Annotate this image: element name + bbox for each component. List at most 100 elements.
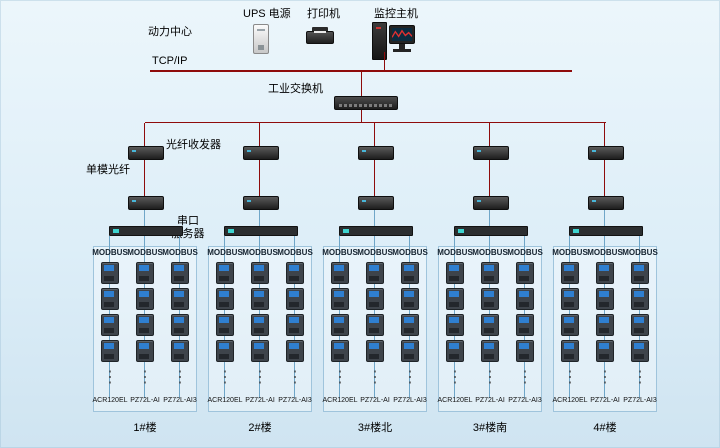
power-meter-icon <box>481 340 499 362</box>
protocol-label: MODBUS <box>322 248 358 257</box>
meter-terminals <box>104 354 114 359</box>
protocol-label: MODBUS <box>552 248 588 257</box>
protocol-label: MODBUS <box>357 248 393 257</box>
more-meters-ellipsis: ⋮ <box>598 367 612 386</box>
meter-terminals <box>254 276 264 281</box>
transceiver-to-server-line <box>259 209 260 226</box>
power-meter-icon <box>481 288 499 310</box>
meter-terminals <box>139 276 149 281</box>
meter-terminals <box>139 328 149 333</box>
meter-screen <box>104 291 114 297</box>
more-meters-ellipsis: ⋮ <box>138 367 152 386</box>
meter-terminals <box>564 302 574 307</box>
meter-terminals <box>564 276 574 281</box>
protocol-label: MODBUS <box>622 248 658 257</box>
waveform-graphic <box>392 29 412 38</box>
meter-screen <box>484 291 494 297</box>
more-meters-ellipsis: ⋮ <box>103 367 117 386</box>
meter-terminals <box>369 354 379 359</box>
protocol-label: MODBUS <box>472 248 508 257</box>
more-meters-ellipsis: ⋮ <box>483 367 497 386</box>
meter-screen <box>634 265 644 271</box>
meter-terminals <box>599 354 609 359</box>
protocol-label: MODBUS <box>587 248 623 257</box>
meter-terminals <box>484 354 494 359</box>
meter-terminals <box>634 302 644 307</box>
serial-server-icon <box>569 226 643 236</box>
meter-type-label: ACR120EL <box>207 397 243 404</box>
power-meter-icon <box>516 314 534 336</box>
meter-terminals <box>104 302 114 307</box>
power-meter-icon <box>251 288 269 310</box>
power-meter-icon <box>481 314 499 336</box>
serial-server-icon <box>109 226 183 236</box>
power-meter-icon <box>171 314 189 336</box>
host-screen <box>392 28 412 41</box>
monitor-stand <box>399 44 405 49</box>
power-meter-icon <box>446 262 464 284</box>
meter-terminals <box>634 354 644 359</box>
meter-screen <box>599 317 609 323</box>
meter-terminals <box>404 328 414 333</box>
power-meter-icon <box>331 340 349 362</box>
power-meter-icon <box>561 314 579 336</box>
fiber-drop-line <box>489 123 490 146</box>
fiber-drop-line <box>144 123 145 146</box>
power-meter-icon <box>251 314 269 336</box>
fiber-transceiver-icon <box>358 146 394 160</box>
ups-label: UPS 电源 <box>243 8 291 20</box>
protocol-label: MODBUS <box>277 248 313 257</box>
meter-screen <box>334 343 344 349</box>
meter-screen <box>634 291 644 297</box>
meter-screen <box>174 317 184 323</box>
meter-screen <box>404 343 414 349</box>
meter-terminals <box>449 302 459 307</box>
meter-screen <box>139 265 149 271</box>
meter-screen <box>104 343 114 349</box>
power-meter-icon <box>101 314 119 336</box>
meter-screen <box>334 317 344 323</box>
power-meter-icon <box>366 262 384 284</box>
meter-screen <box>174 343 184 349</box>
power-meter-icon <box>286 314 304 336</box>
power-meter-icon <box>286 288 304 310</box>
fiber-transceiver-icon <box>128 196 164 210</box>
fiber-drop-line <box>604 123 605 146</box>
meter-terminals <box>369 276 379 281</box>
power-meter-icon <box>136 288 154 310</box>
building-label: 4#楼 <box>593 422 617 434</box>
meter-terminals <box>334 276 344 281</box>
meter-terminals <box>174 354 184 359</box>
transceiver-to-server-line <box>489 209 490 226</box>
power-meter-icon <box>136 314 154 336</box>
meter-type-label: PZ72L-AI <box>590 397 620 404</box>
meter-screen <box>484 265 494 271</box>
transceiver-to-server-line <box>374 209 375 226</box>
power-meter-icon <box>561 262 579 284</box>
building-label: 1#楼 <box>133 422 157 434</box>
fiber-transceiver-icon <box>243 146 279 160</box>
serial-server-label-line1: 串口 <box>177 215 199 227</box>
power-meter-icon <box>446 340 464 362</box>
more-meters-ellipsis: ⋮ <box>173 367 187 386</box>
meter-screen <box>564 317 574 323</box>
printer-paper-tray <box>312 27 328 32</box>
meter-terminals <box>404 302 414 307</box>
meter-screen <box>599 291 609 297</box>
meter-screen <box>174 291 184 297</box>
protocol-label: MODBUS <box>127 248 163 257</box>
meter-terminals <box>634 328 644 333</box>
meter-screen <box>519 317 529 323</box>
meter-screen <box>289 291 299 297</box>
meter-screen <box>564 291 574 297</box>
building-label: 2#楼 <box>248 422 272 434</box>
single-mode-fiber-line <box>604 159 605 196</box>
power-meter-icon <box>101 288 119 310</box>
meter-screen <box>174 265 184 271</box>
meter-type-label: PZ72L-AI3 <box>623 397 657 404</box>
power-meter-icon <box>366 340 384 362</box>
